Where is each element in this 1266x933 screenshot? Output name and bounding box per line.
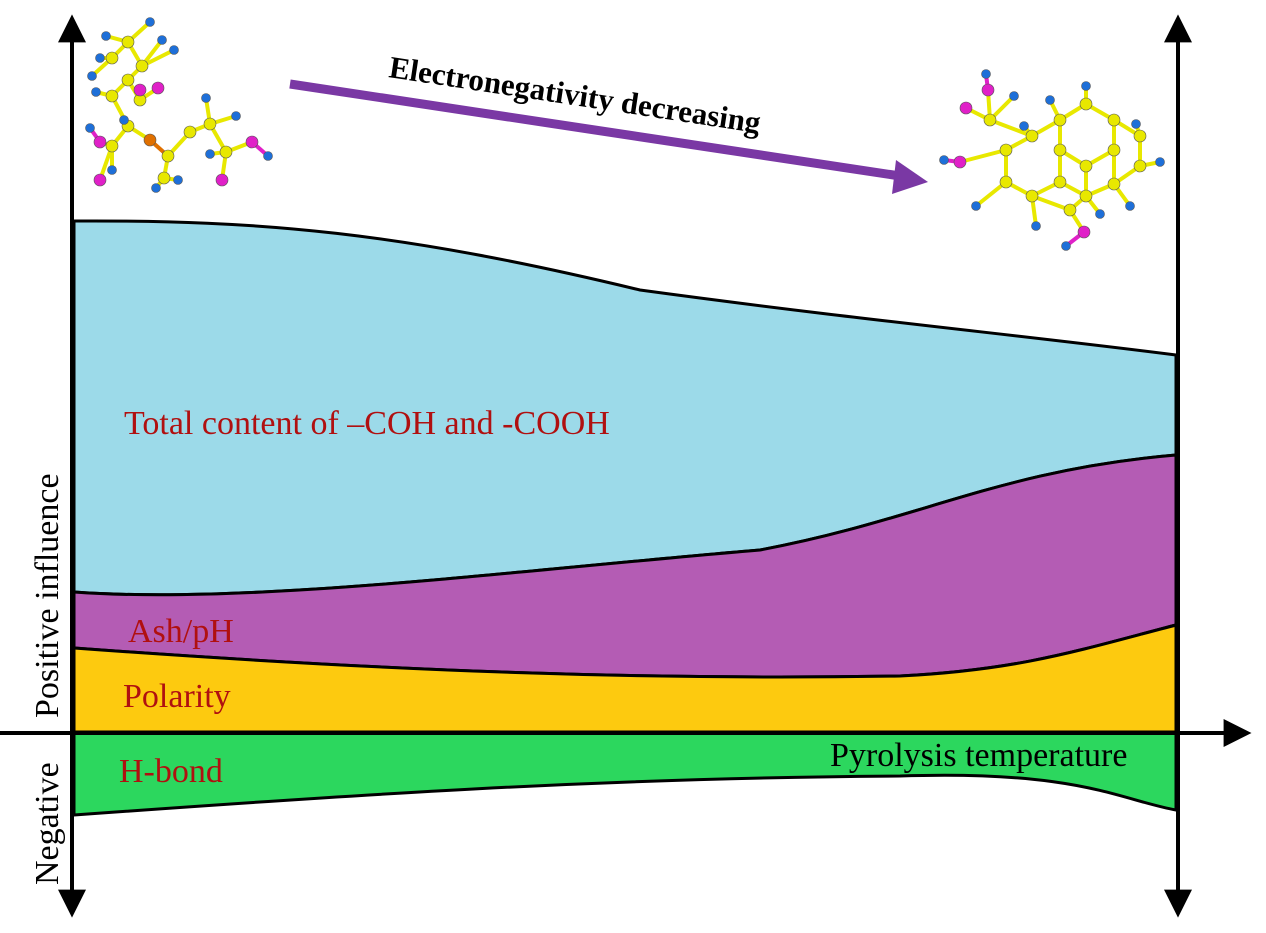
- molecule-atom: [169, 45, 179, 55]
- electronegativity-arrow: [289, 79, 901, 181]
- aliphatic-molecule-icon: [85, 17, 273, 193]
- molecule-atom: [219, 145, 233, 159]
- molecule-atom: [231, 111, 241, 121]
- electronegativity-arrowhead: [892, 160, 928, 194]
- molecule-atom: [263, 151, 273, 161]
- negative-label: Negative: [29, 762, 66, 885]
- molecule-atom: [1133, 129, 1147, 143]
- molecule-atom: [953, 155, 967, 169]
- molecule-atom: [1019, 121, 1029, 131]
- molecule-atom: [1053, 113, 1067, 127]
- molecule-atom: [1045, 95, 1055, 105]
- positive-influence-label: Positive influence: [29, 473, 66, 718]
- molecule-atom: [121, 73, 135, 87]
- molecule-atom: [1077, 225, 1091, 239]
- molecule-atom: [1009, 91, 1019, 101]
- molecule-atom: [101, 31, 111, 41]
- molecule-atom: [119, 115, 129, 125]
- molecule-atom: [983, 113, 997, 127]
- molecule-atom: [105, 139, 119, 153]
- molecule-atom: [981, 69, 991, 79]
- molecule-atom: [87, 71, 97, 81]
- molecule-atom: [107, 165, 117, 175]
- molecule-atom: [93, 135, 107, 149]
- molecule-atom: [1079, 189, 1093, 203]
- molecule-bond: [1031, 194, 1071, 212]
- pyrolysis-temperature-label: Pyrolysis temperature: [830, 737, 1127, 774]
- molecule-atom: [1079, 97, 1093, 111]
- molecule-atom: [183, 125, 197, 139]
- molecule-atom: [151, 81, 165, 95]
- molecule-atom: [157, 171, 171, 185]
- total-content-label: Total content of –COH and -COOH: [124, 405, 610, 442]
- molecule-bond: [959, 148, 1007, 164]
- molecule-atom: [205, 149, 215, 159]
- molecule-atom: [1125, 201, 1135, 211]
- molecule-atom: [215, 173, 229, 187]
- molecule-atom: [85, 123, 95, 133]
- molecule-atom: [1155, 157, 1165, 167]
- molecule-atom: [1053, 143, 1067, 157]
- molecule-atom: [105, 51, 119, 65]
- molecule-atom: [157, 35, 167, 45]
- molecule-atom: [999, 175, 1013, 189]
- molecule-atom: [1133, 159, 1147, 173]
- molecule-atom: [1081, 81, 1091, 91]
- molecule-atom: [1063, 203, 1077, 217]
- molecule-atom: [151, 183, 161, 193]
- molecule-atom: [999, 143, 1013, 157]
- molecule-atom: [91, 87, 101, 97]
- ash-ph-label: Ash/pH: [128, 613, 234, 650]
- molecule-atom: [959, 101, 973, 115]
- molecule-atom: [1061, 241, 1071, 251]
- molecule-atom: [1131, 119, 1141, 129]
- molecule-atom: [201, 93, 211, 103]
- polarity-label: Polarity: [123, 678, 231, 715]
- molecule-atom: [93, 173, 107, 187]
- molecule-atom: [135, 59, 149, 73]
- band-h-bond: [72, 730, 1178, 817]
- molecule-atom: [145, 17, 155, 27]
- band-polarity: [72, 623, 1178, 734]
- molecule-atom: [105, 89, 119, 103]
- molecule-atom: [971, 201, 981, 211]
- molecule-atom: [95, 53, 105, 63]
- molecule-atom: [143, 133, 157, 147]
- molecule-atom: [1079, 159, 1093, 173]
- molecule-bond: [974, 180, 1008, 208]
- molecule-atom: [1031, 221, 1041, 231]
- molecule-atom: [1107, 177, 1121, 191]
- molecule-atom: [1107, 113, 1121, 127]
- molecule-atom: [1025, 129, 1039, 143]
- molecule-atom: [121, 35, 135, 49]
- h-bond-label: H-bond: [119, 753, 223, 790]
- molecule-atom: [203, 117, 217, 131]
- molecule-atom: [981, 83, 995, 97]
- molecule-atom: [939, 155, 949, 165]
- molecule-atom: [1107, 143, 1121, 157]
- molecule-atom: [1095, 209, 1105, 219]
- aromatic-molecule-icon: [939, 69, 1165, 251]
- molecule-atom: [173, 175, 183, 185]
- molecule-atom: [1053, 175, 1067, 189]
- molecule-bond: [989, 118, 1033, 138]
- molecule-atom: [161, 149, 175, 163]
- molecule-atom: [133, 83, 147, 97]
- molecule-atom: [245, 135, 259, 149]
- molecule-atom: [1025, 189, 1039, 203]
